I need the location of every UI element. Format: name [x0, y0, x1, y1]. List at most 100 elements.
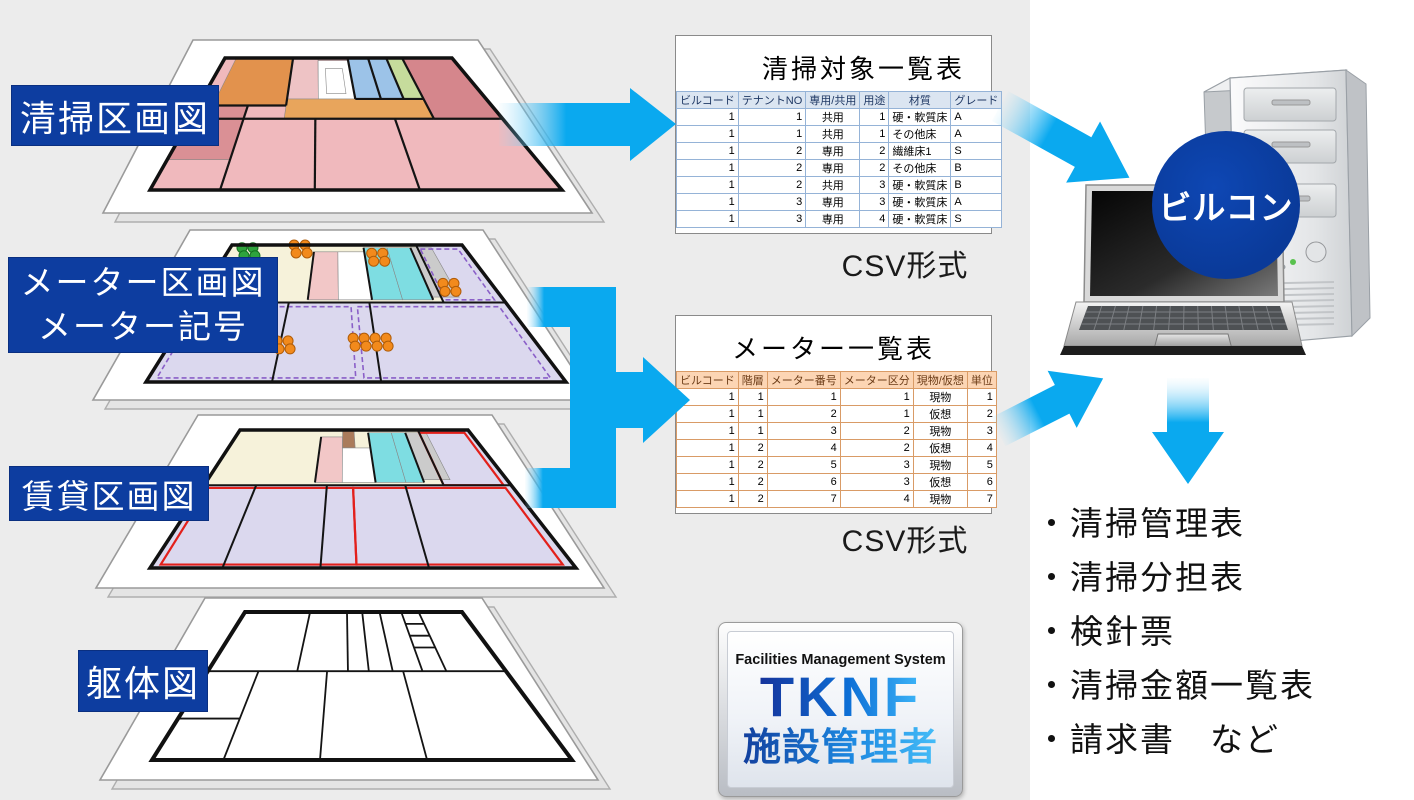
table-cell: 1 [766, 388, 841, 406]
table-header-cell: メーター区分 [839, 371, 914, 389]
layer-label-text: 賃貸区画図 [21, 477, 197, 515]
table-header-cell: グレード [950, 91, 1003, 109]
output-list-item: ・請求書 など [1035, 721, 1280, 758]
table-header-cell: ビルコード [676, 371, 739, 389]
layer-label-rental: 賃貸区画図 [9, 466, 209, 521]
bilcon-badge-label: ビルコン [1158, 189, 1294, 226]
table-header-cell: 階層 [737, 371, 768, 389]
table-cell: S [950, 210, 1003, 228]
table-cell: 7 [766, 490, 841, 508]
logo-subtitle-text: 施設管理者 [742, 726, 938, 769]
layer-label-text: メーター記号 [38, 308, 248, 345]
table-cell: 現物 [912, 490, 968, 508]
table-cell: 現物 [912, 388, 968, 406]
table-cell: 1 [676, 388, 739, 406]
table-cell: 2 [766, 405, 841, 423]
table-header-cell: 材質 [888, 91, 952, 109]
layer-label-text: メーター区画図 [20, 264, 266, 301]
table-cell: 4 [966, 439, 997, 457]
table-cell: 専用 [805, 210, 861, 228]
table-cell: 1 [737, 422, 768, 440]
table-cell: 1 [737, 108, 807, 126]
table-header-cell: 用途 [859, 91, 890, 109]
table-cell: A [950, 193, 1003, 211]
table-cell: 1 [859, 108, 890, 126]
table-cell: 3 [966, 422, 997, 440]
table-cell: 共用 [805, 125, 861, 143]
table-cell: 1 [676, 176, 739, 194]
table-cell: 1 [676, 405, 739, 423]
table-cell: 1 [737, 125, 807, 143]
table-header-cell: テナントNO [737, 91, 807, 109]
table-cell: 2 [859, 159, 890, 177]
logo-brand-text: TKNF [759, 664, 922, 728]
table-cell: 2 [737, 142, 807, 160]
tknf-logo: Facilities Management System TKNF 施設管理者 [718, 622, 963, 797]
logo-system-label: Facilities Management System [735, 651, 946, 668]
table-cell: A [950, 108, 1003, 126]
table-cell: 1 [676, 422, 739, 440]
table-cell: 1 [676, 210, 739, 228]
table-cell: 3 [839, 473, 914, 491]
table-cell: 1 [839, 405, 914, 423]
floor-plan-frame [98, 597, 612, 790]
csv-format-label-1: CSV形式 [841, 250, 969, 283]
table-cell: S [950, 142, 1003, 160]
output-list-item: ・清掃分担表 [1035, 559, 1245, 596]
table-cell: 現物 [912, 422, 968, 440]
table-header-cell: 現物/仮想 [912, 371, 968, 389]
table-cell: 仮想 [912, 439, 968, 457]
table-cell: 1 [676, 108, 739, 126]
floor-plan-cleaning [101, 39, 606, 223]
table-header-cell: 専用/共用 [805, 91, 861, 109]
table-cell: 3 [859, 176, 890, 194]
table-cell: 3 [737, 210, 807, 228]
table-cell: 1 [676, 456, 739, 474]
table-cell: 2 [839, 422, 914, 440]
output-list-item: ・検針票 [1035, 613, 1175, 650]
table-cell: その他床 [888, 159, 952, 177]
table-cell: 4 [839, 490, 914, 508]
output-list-item: ・清掃管理表 [1035, 505, 1245, 542]
table-cell: 1 [676, 142, 739, 160]
table-header-cell: メーター番号 [766, 371, 841, 389]
table-header-cell: 単位 [966, 371, 997, 389]
outputs-list: ・清掃管理表・清掃分担表・検針票・清掃金額一覧表・請求書 など [1035, 497, 1405, 767]
layer-label-text: 躯体図 [85, 663, 200, 704]
table-cell: 1 [676, 490, 739, 508]
floor-plan-rental [94, 414, 618, 598]
table-cell: 2 [737, 456, 768, 474]
cleaning-table-title: 清掃対象一覧表 [761, 54, 965, 84]
csv-format-label-2: CSV形式 [841, 525, 969, 558]
table-cell: 1 [676, 439, 739, 457]
table-cell: 現物 [912, 456, 968, 474]
table-cell: 1 [737, 388, 768, 406]
table-cell: 1 [676, 193, 739, 211]
table-cell: 硬・軟質床 [888, 108, 952, 126]
table-cell: 5 [966, 456, 997, 474]
table-cell: 2 [839, 439, 914, 457]
table-cell: 専用 [805, 193, 861, 211]
table-cell: 1 [676, 125, 739, 143]
table-cell: 4 [766, 439, 841, 457]
table-cell: 2 [737, 176, 807, 194]
table-cell: 2 [737, 159, 807, 177]
table-cell: 2 [737, 473, 768, 491]
table-cell: 共用 [805, 108, 861, 126]
